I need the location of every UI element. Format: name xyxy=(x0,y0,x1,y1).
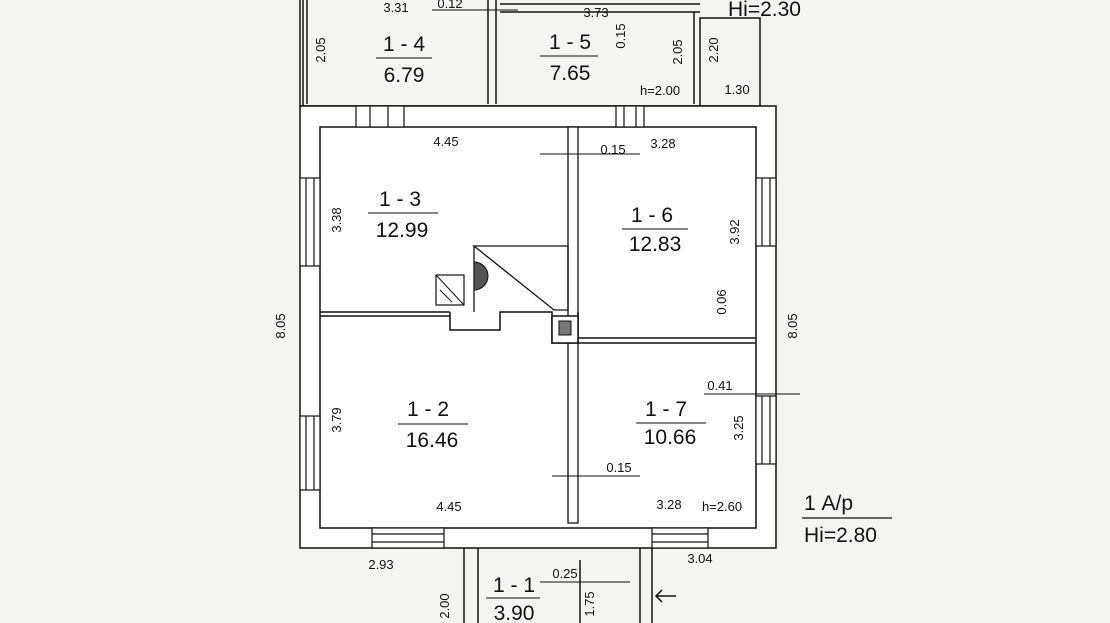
dim-label: 2.93 xyxy=(368,557,393,572)
dim-label: 2.20 xyxy=(706,37,721,62)
dim-label: 3.28 xyxy=(650,136,675,151)
height-note: h=2.60 xyxy=(702,499,742,514)
floor-height: Hi=2.80 xyxy=(804,524,877,547)
room-1-1-label: 1 - 1 3.90 xyxy=(486,574,540,623)
room-1-2-label: 1 - 2 16.46 xyxy=(398,398,468,452)
dim-label: 4.45 xyxy=(436,499,461,514)
room-1-6-label: 1 - 6 12.83 xyxy=(622,204,688,256)
dim-label: 0.15 xyxy=(606,460,631,475)
dim-label: 3.92 xyxy=(727,219,742,244)
dim-label: 2.05 xyxy=(670,39,685,64)
height-labels: h=2.00 h=2.60 Hi=2.30 xyxy=(640,0,801,514)
dim-label: 2.05 xyxy=(313,37,328,62)
dim-label: 0.15 xyxy=(613,23,628,48)
dim-label: 3.04 xyxy=(687,551,712,566)
room-area: 10.66 xyxy=(644,426,697,449)
dim-label: 0.41 xyxy=(707,378,732,393)
room-area: 16.46 xyxy=(406,429,459,452)
floor-label: 1 А/р xyxy=(804,492,853,515)
dim-label: 3.25 xyxy=(731,415,746,440)
dim-label: 0.25 xyxy=(552,566,577,581)
room-1-3-label: 1 - 3 12.99 xyxy=(368,188,438,242)
room-area: 7.65 xyxy=(550,62,591,85)
room-1-5-label: 1 - 5 7.65 xyxy=(540,31,598,85)
dim-label: 0.15 xyxy=(600,142,625,157)
dimension-labels: 3.31 0.12 3.73 0.15 2.05 2.05 2.20 1.30 … xyxy=(273,0,800,619)
main-walls xyxy=(299,105,777,549)
room-id: 1 - 4 xyxy=(383,33,425,56)
porch-walls xyxy=(463,548,676,623)
room-id: 1 - 2 xyxy=(407,398,449,421)
dim-label: 8.05 xyxy=(785,313,800,338)
dim-label: 3.73 xyxy=(583,5,608,20)
room-id: 1 - 1 xyxy=(493,574,535,597)
room-id: 1 - 3 xyxy=(379,188,421,211)
dim-label: 0.06 xyxy=(714,289,729,314)
room-area: 3.90 xyxy=(494,602,535,623)
dim-label: 2.00 xyxy=(437,593,452,618)
dim-label: 4.45 xyxy=(433,134,458,149)
dim-label: 8.05 xyxy=(273,313,288,338)
room-1-4-label: 1 - 4 6.79 xyxy=(376,33,432,87)
room-id: 1 - 7 xyxy=(645,398,687,421)
floor-stamp: 1 А/р Hi=2.80 xyxy=(802,492,892,547)
dim-label: 3.79 xyxy=(329,407,344,432)
room-id: 1 - 6 xyxy=(631,204,673,227)
height-note: h=2.00 xyxy=(640,83,680,98)
dim-label: 0.12 xyxy=(437,0,462,11)
upper-walls xyxy=(299,0,761,107)
dim-label: 1.30 xyxy=(724,82,749,97)
dim-label: 3.38 xyxy=(329,207,344,232)
room-id: 1 - 5 xyxy=(549,31,591,54)
dim-label: 1.75 xyxy=(582,591,597,616)
dim-label: 3.28 xyxy=(656,497,681,512)
dim-label: 3.31 xyxy=(383,0,408,15)
room-1-7-label: 1 - 7 10.66 xyxy=(636,398,706,449)
room-area: 12.83 xyxy=(629,233,682,256)
height-note: Hi=2.30 xyxy=(728,0,801,21)
room-area: 12.99 xyxy=(376,219,429,242)
windows xyxy=(299,105,777,549)
room-area: 6.79 xyxy=(384,64,425,87)
